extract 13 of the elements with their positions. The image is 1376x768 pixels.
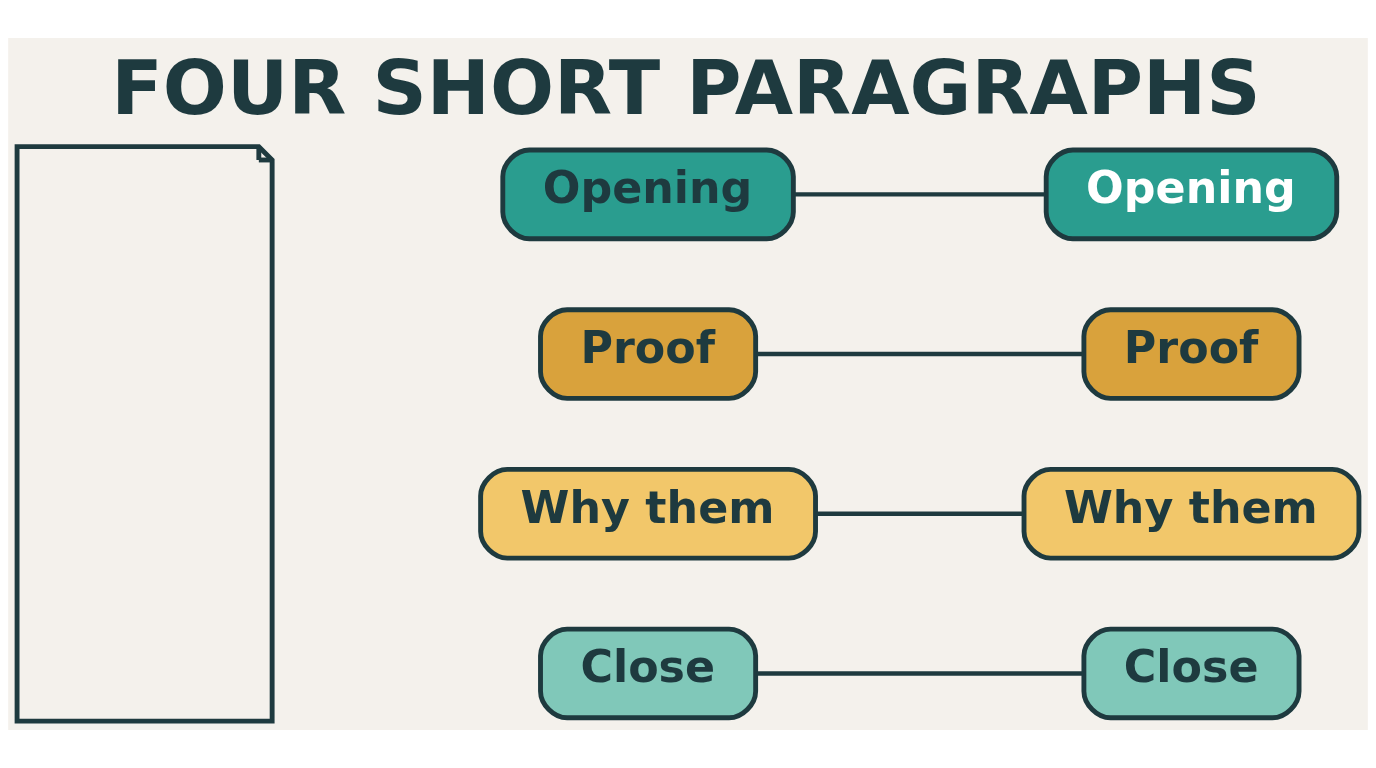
node-box: Why them: [1021, 466, 1362, 561]
connector: [793, 192, 1046, 197]
node-box: Opening: [1043, 147, 1340, 242]
connector: [756, 671, 1084, 676]
connector: [756, 351, 1084, 357]
node-box: Close: [1081, 626, 1302, 721]
connector: [815, 511, 1024, 516]
diagram-title: FOUR SHORT PARAGRAPHS: [111, 43, 1261, 132]
node-box: Proof: [538, 307, 759, 401]
node-box: Opening: [500, 147, 796, 242]
node-box: Proof: [1081, 307, 1302, 401]
node-box: Close: [538, 626, 759, 721]
node-box: Why them: [478, 466, 818, 561]
